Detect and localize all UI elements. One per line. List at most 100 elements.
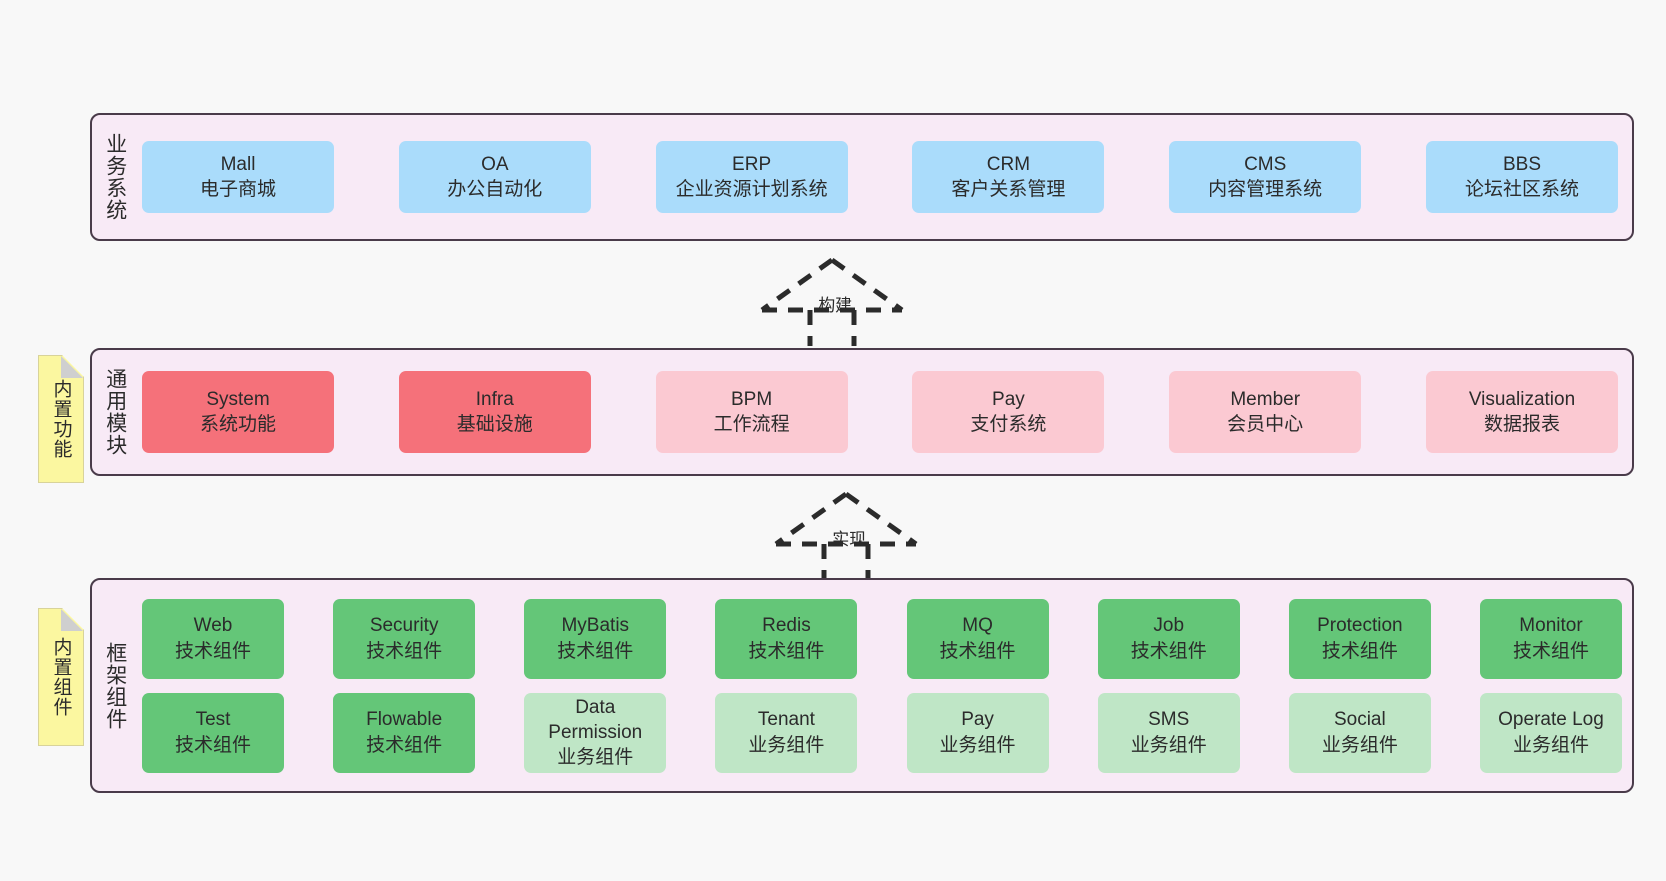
card-monitor-cn: 技术组件 — [1512, 640, 1589, 662]
card-redis-cn: 技术组件 — [748, 640, 825, 662]
card-test-en: Test — [195, 709, 231, 731]
card-test[interactable]: Test 技术组件 — [142, 692, 284, 773]
card-infra-cn: 基础设施 — [456, 414, 533, 435]
card-erp-cn: 企业资源计划系统 — [675, 179, 828, 200]
card-sms-en: SMS — [1148, 709, 1190, 731]
card-security-cn: 技术组件 — [366, 640, 443, 662]
framework-row-technical: Web 技术组件 Security 技术组件 MyBatis 技术组件 Redi… — [142, 598, 1622, 679]
card-data-permission[interactable]: Data Permission 业务组件 — [524, 692, 667, 773]
card-operate-log-en: Operate Log — [1498, 709, 1604, 731]
layer-title-common-modules: 通用模块 — [103, 368, 127, 456]
note-builtin-components-label: 内置组件 — [50, 637, 72, 717]
card-system[interactable]: System 系统功能 — [142, 371, 334, 453]
card-web[interactable]: Web 技术组件 — [142, 598, 284, 679]
card-pay-component[interactable]: Pay 业务组件 — [906, 692, 1049, 773]
card-flowable[interactable]: Flowable 技术组件 — [333, 692, 476, 773]
card-redis-en: Redis — [762, 615, 811, 637]
card-cms[interactable]: CMS 内容管理系统 — [1169, 141, 1362, 213]
arrow-build: 构建 — [752, 254, 912, 346]
card-mybatis-cn: 技术组件 — [557, 640, 634, 662]
arrow-build-label: 构建 — [818, 296, 853, 315]
card-security[interactable]: Security 技术组件 — [333, 598, 476, 679]
card-social-en: Social — [1333, 709, 1386, 731]
card-tenant-cn: 业务组件 — [748, 734, 825, 756]
card-crm[interactable]: CRM 客户关系管理 — [912, 141, 1105, 213]
card-bpm[interactable]: BPM 工作流程 — [655, 371, 848, 453]
layer-common-modules: 通用模块 System 系统功能 Infra 基础设施 BPM 工作流程 Pay… — [90, 348, 1634, 476]
card-protection[interactable]: Protection 技术组件 — [1288, 598, 1431, 679]
card-bpm-en: BPM — [731, 388, 773, 410]
card-operate-log[interactable]: Operate Log 业务组件 — [1479, 692, 1622, 773]
card-job-en: Job — [1153, 615, 1185, 637]
card-pay-module-cn: 支付系统 — [970, 414, 1047, 435]
layer-business-system: 业务系统 Mall 电子商城 OA 办公自动化 ERP 企业资源计划系统 CRM… — [90, 113, 1634, 241]
card-visualization-cn: 数据报表 — [1483, 414, 1560, 435]
card-pay-module[interactable]: Pay 支付系统 — [912, 371, 1105, 453]
card-oa-cn: 办公自动化 — [447, 179, 543, 200]
card-redis[interactable]: Redis 技术组件 — [715, 598, 858, 679]
note-builtin-features: 内置功能 — [38, 355, 84, 483]
card-mall[interactable]: Mall 电子商城 — [142, 141, 334, 213]
card-crm-en: CRM — [986, 153, 1031, 175]
card-pay-component-en: Pay — [961, 709, 994, 731]
card-cms-en: CMS — [1244, 153, 1287, 175]
card-data-permission-en: Data Permission — [548, 696, 643, 743]
arrow-implement: 实现 — [766, 488, 926, 580]
card-bbs[interactable]: BBS 论坛社区系统 — [1425, 141, 1618, 213]
card-protection-cn: 技术组件 — [1321, 640, 1398, 662]
layer-framework-components: 框架组件 Web 技术组件 Security 技术组件 MyBatis 技术组件… — [90, 578, 1634, 793]
card-protection-en: Protection — [1317, 615, 1403, 637]
card-oa-en: OA — [481, 153, 509, 175]
card-member-cn: 会员中心 — [1227, 414, 1304, 435]
card-security-en: Security — [369, 615, 439, 637]
layer-body-business-system: Mall 电子商城 OA 办公自动化 ERP 企业资源计划系统 CRM 客户关系… — [138, 115, 1632, 239]
card-flowable-cn: 技术组件 — [366, 734, 443, 756]
note-builtin-features-label: 内置功能 — [50, 379, 72, 459]
card-tenant-en: Tenant — [757, 709, 815, 731]
card-member[interactable]: Member 会员中心 — [1169, 371, 1362, 453]
card-mq-en: MQ — [962, 615, 993, 637]
card-monitor[interactable]: Monitor 技术组件 — [1479, 598, 1622, 679]
card-member-en: Member — [1230, 388, 1301, 410]
card-oa[interactable]: OA 办公自动化 — [398, 141, 591, 213]
card-crm-cn: 客户关系管理 — [951, 179, 1066, 200]
card-mybatis[interactable]: MyBatis 技术组件 — [524, 598, 667, 679]
card-tenant[interactable]: Tenant 业务组件 — [715, 692, 858, 773]
card-mall-cn: 电子商城 — [199, 179, 276, 200]
card-job-cn: 技术组件 — [1130, 640, 1207, 662]
card-web-cn: 技术组件 — [174, 640, 251, 662]
card-data-permission-cn: 业务组件 — [557, 747, 634, 769]
card-sms[interactable]: SMS 业务组件 — [1097, 692, 1240, 773]
arrow-implement-label: 实现 — [832, 530, 867, 549]
layer-title-framework-components: 框架组件 — [103, 641, 127, 730]
arrow-implement-icon — [774, 491, 918, 580]
card-mq-cn: 技术组件 — [939, 640, 1016, 662]
arrow-build-icon — [760, 257, 904, 346]
card-mq[interactable]: MQ 技术组件 — [906, 598, 1049, 679]
card-job[interactable]: Job 技术组件 — [1097, 598, 1240, 679]
card-web-en: Web — [193, 615, 233, 637]
card-visualization-en: Visualization — [1468, 388, 1576, 410]
card-mall-en: Mall — [220, 153, 256, 175]
framework-row-business: Test 技术组件 Flowable 技术组件 Data Permission … — [142, 692, 1622, 773]
card-system-en: System — [206, 388, 270, 410]
card-social[interactable]: Social 业务组件 — [1288, 692, 1431, 773]
card-mybatis-en: MyBatis — [561, 615, 630, 637]
card-sms-cn: 业务组件 — [1130, 734, 1207, 756]
card-bbs-en: BBS — [1502, 153, 1541, 175]
card-pay-module-en: Pay — [992, 388, 1025, 410]
card-monitor-en: Monitor — [1519, 615, 1583, 637]
note-builtin-components: 内置组件 — [38, 608, 84, 746]
layer-body-common-modules: System 系统功能 Infra 基础设施 BPM 工作流程 Pay 支付系统… — [138, 350, 1632, 474]
card-test-cn: 技术组件 — [174, 734, 251, 756]
card-system-cn: 系统功能 — [199, 414, 276, 435]
card-erp-en: ERP — [732, 153, 772, 175]
card-cms-cn: 内容管理系统 — [1208, 179, 1323, 200]
card-operate-log-cn: 业务组件 — [1512, 734, 1589, 756]
layer-body-framework-components: Web 技术组件 Security 技术组件 MyBatis 技术组件 Redi… — [138, 580, 1632, 791]
card-erp[interactable]: ERP 企业资源计划系统 — [655, 141, 848, 213]
card-bbs-cn: 论坛社区系统 — [1464, 179, 1579, 200]
card-visualization[interactable]: Visualization 数据报表 — [1425, 371, 1618, 453]
note-fold-corner-icon — [61, 356, 83, 378]
card-infra[interactable]: Infra 基础设施 — [398, 371, 591, 453]
